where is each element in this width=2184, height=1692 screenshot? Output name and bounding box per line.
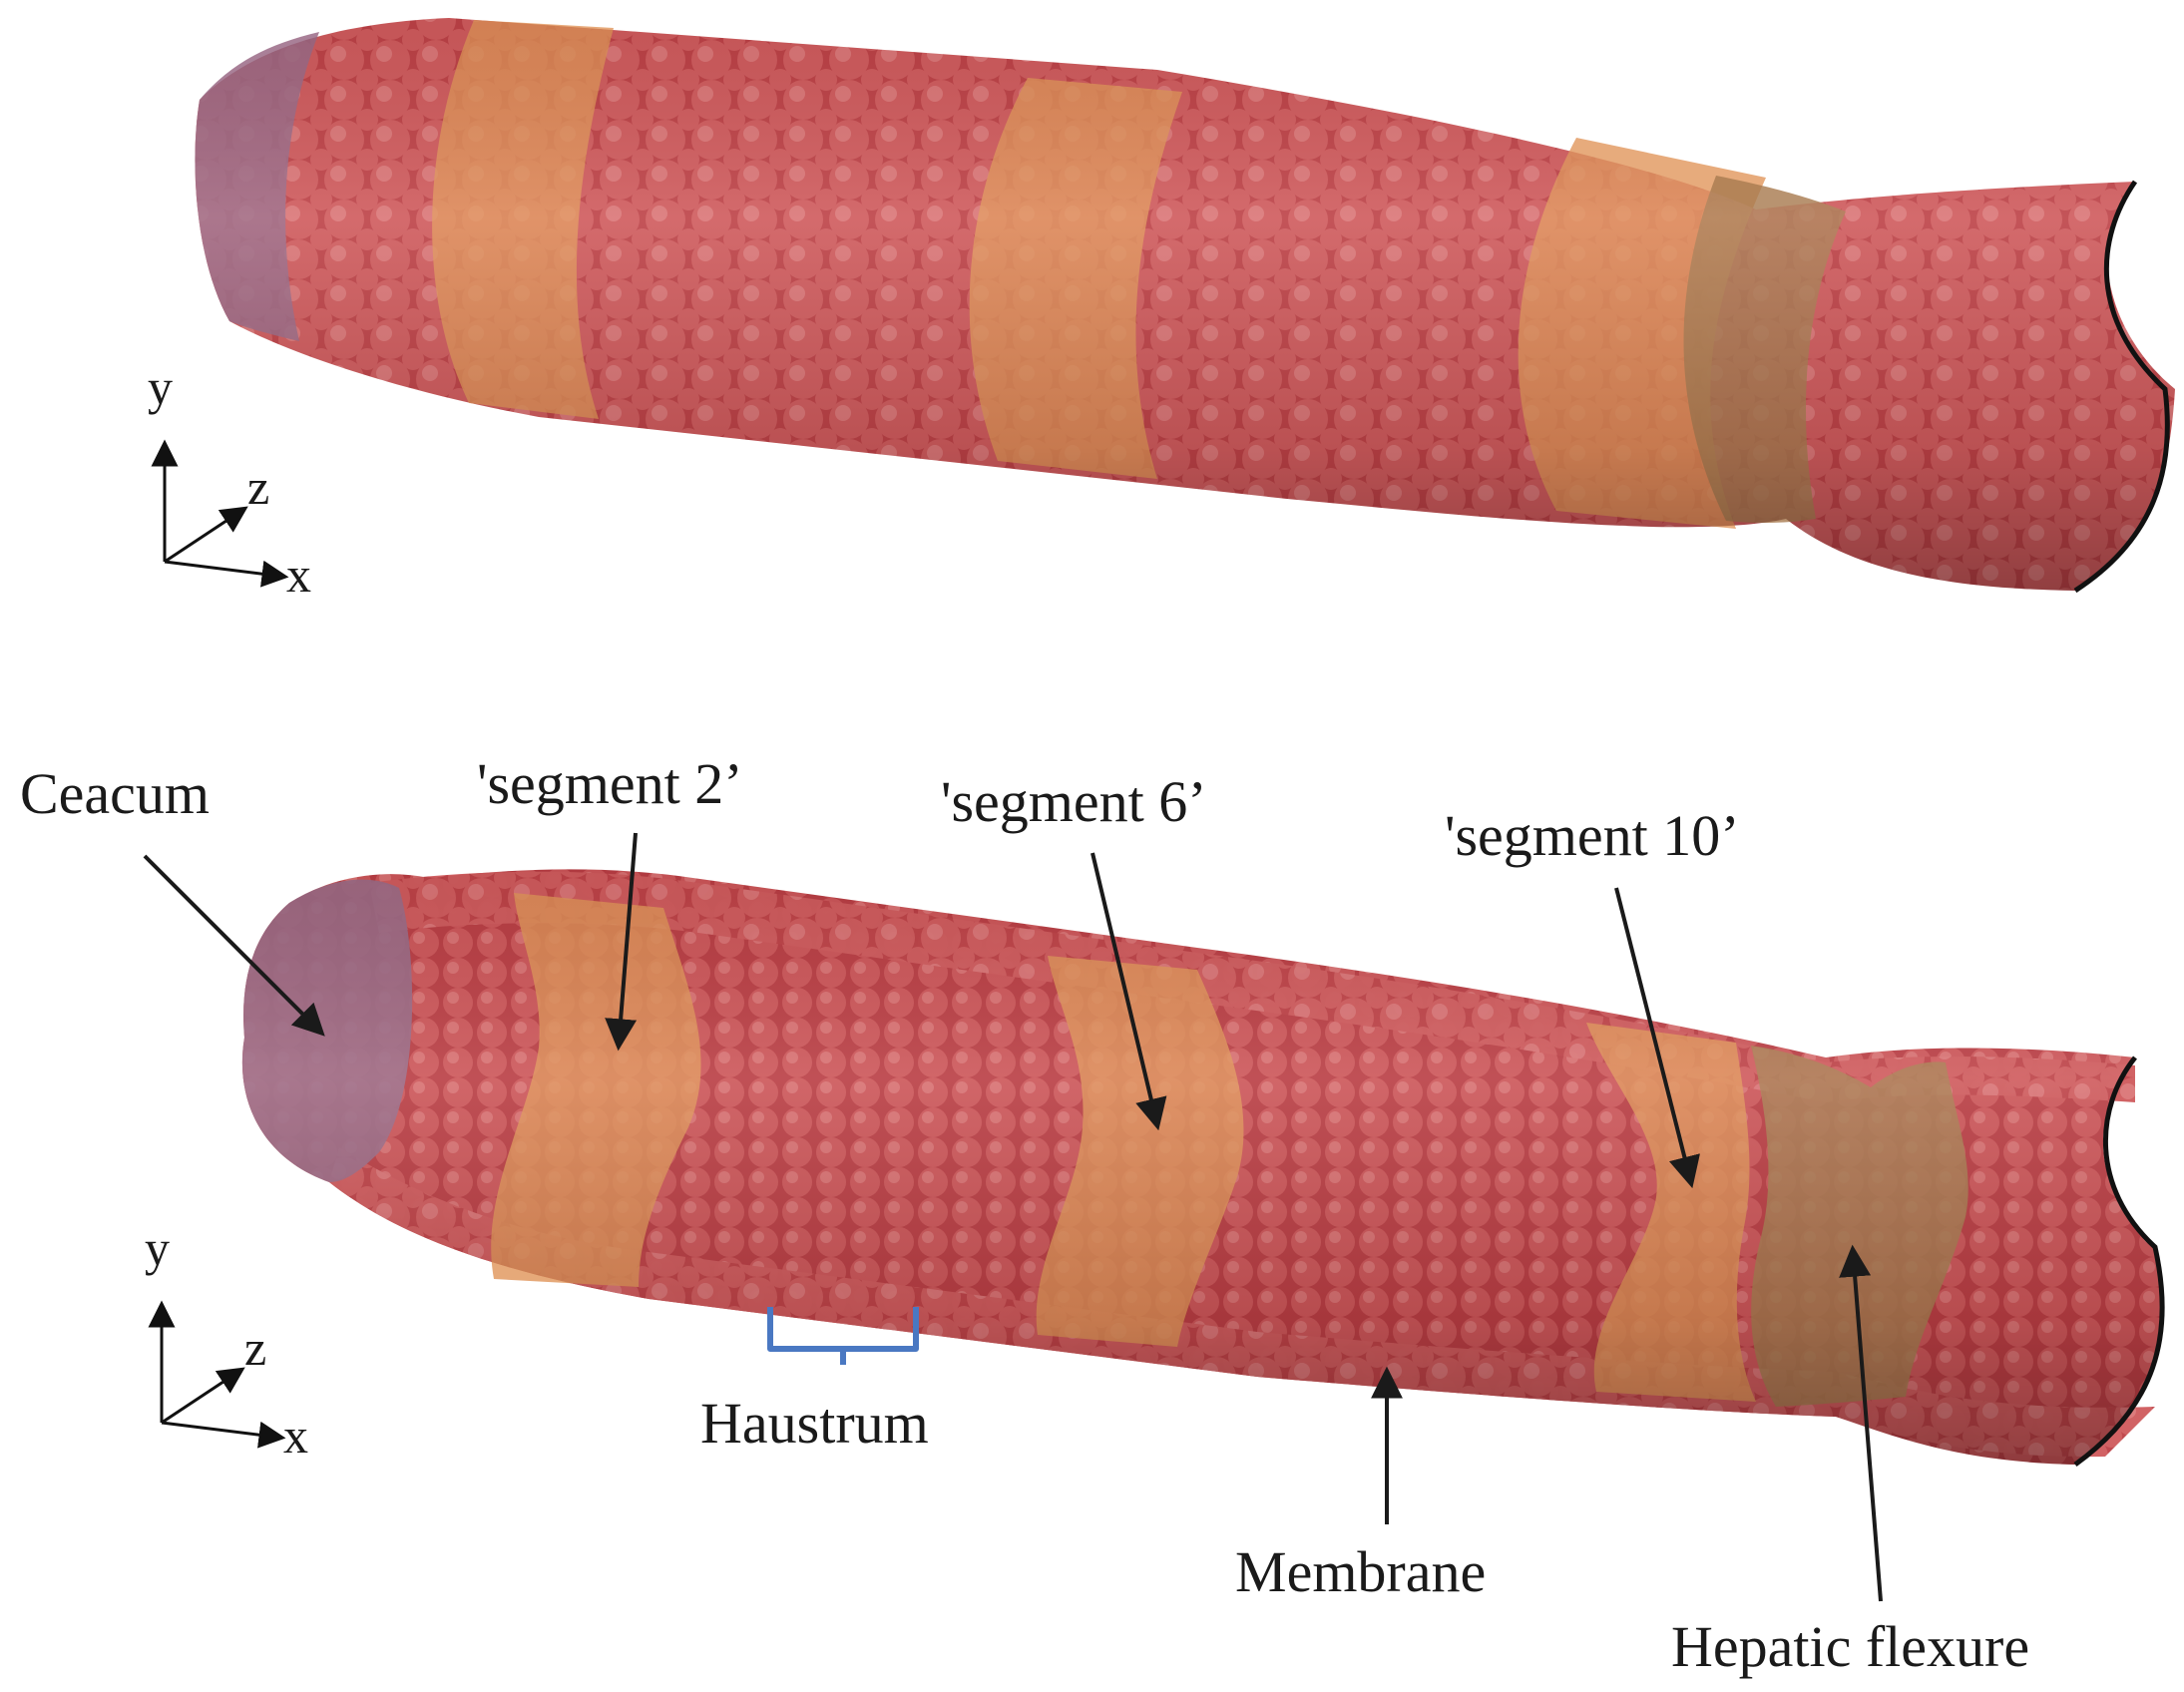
bottom-z-label: z bbox=[244, 1320, 266, 1376]
ceacum-arrow bbox=[143, 854, 325, 1037]
segment-10-arrow bbox=[1614, 887, 1700, 1189]
bottom-z-axis bbox=[161, 1367, 245, 1425]
bottom-colon-model bbox=[241, 869, 2165, 1468]
bottom-x-axis bbox=[161, 1421, 286, 1449]
segment-6-arrow bbox=[1091, 852, 1167, 1131]
membrane-label: Membrane bbox=[1235, 1539, 1486, 1604]
top-open-end-outline bbox=[2073, 180, 2170, 594]
segment-2-label: 'segment 2’ bbox=[477, 751, 743, 816]
bottom-tube-shading bbox=[241, 869, 2161, 1465]
top-axes-triad: y z x bbox=[148, 359, 311, 603]
top-x-label: x bbox=[286, 547, 311, 603]
top-z-label: z bbox=[247, 459, 269, 515]
top-z-axis bbox=[164, 506, 248, 564]
top-x-axis bbox=[164, 560, 289, 588]
segment-2-arrow bbox=[605, 832, 638, 1052]
ceacum-label: Ceacum bbox=[20, 761, 210, 826]
segment-6-label: 'segment 6’ bbox=[941, 769, 1207, 834]
segment-10-label: 'segment 10’ bbox=[1445, 803, 1740, 868]
hepatic-flexure-label: Hepatic flexure bbox=[1671, 1614, 2029, 1679]
bottom-axes-triad: y z x bbox=[145, 1220, 308, 1464]
hepatic-flexure-arrow bbox=[1839, 1244, 1883, 1602]
top-y-label: y bbox=[148, 359, 173, 415]
top-tube-shading bbox=[195, 18, 2175, 591]
top-colon-model bbox=[195, 18, 2175, 594]
bottom-y-label: y bbox=[145, 1220, 170, 1276]
haustrum-bracket bbox=[767, 1307, 919, 1365]
bottom-open-end-outline bbox=[2073, 1056, 2165, 1468]
bottom-x-label: x bbox=[283, 1408, 308, 1464]
haustrum-label: Haustrum bbox=[700, 1391, 929, 1456]
annotations: Ceacum 'segment 2’ 'segment 6’ 'segment … bbox=[20, 751, 2029, 1679]
